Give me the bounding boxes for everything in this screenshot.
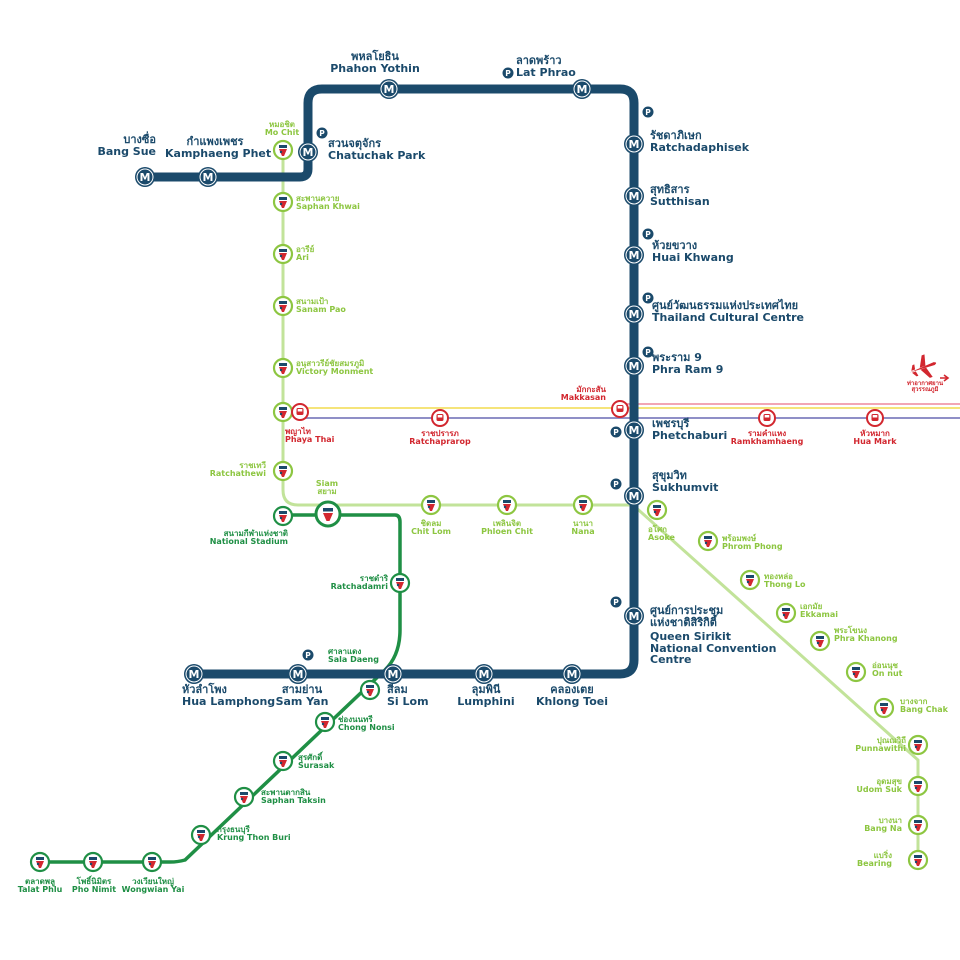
station-chatuchak-park <box>298 142 318 162</box>
station-ratchadaphisek <box>624 134 644 154</box>
bts-sukhumvit-line <box>281 150 920 860</box>
siam-interchange <box>314 500 342 528</box>
parking-icon <box>642 346 654 358</box>
station-qsncc <box>624 606 644 626</box>
station-lat-phrao <box>572 79 592 99</box>
mrt-stations <box>135 79 644 684</box>
parking-icon <box>302 649 314 661</box>
station-sam-yan <box>288 664 308 684</box>
station-sutthisan <box>624 186 644 206</box>
station-phra-ram-9 <box>624 356 644 376</box>
bts-silom-stations <box>29 505 411 873</box>
station-cultural-centre <box>624 304 644 324</box>
parking-icons <box>302 67 654 661</box>
station-hua-lamphong <box>184 664 204 684</box>
station-sukhumvit <box>624 486 644 506</box>
mrt-blue-line <box>145 84 639 679</box>
station-phahon-yothin <box>379 79 399 99</box>
parking-icon <box>610 596 622 608</box>
station-phetchaburi <box>624 420 644 440</box>
parking-icon <box>316 127 328 139</box>
station-huai-khwang <box>624 245 644 265</box>
parking-icon <box>610 478 622 490</box>
parking-icon <box>642 106 654 118</box>
parking-icon <box>642 228 654 240</box>
station-si-lom <box>383 664 403 684</box>
parking-icon <box>502 67 514 79</box>
bts-silom-line <box>40 513 402 864</box>
station-bang-sue <box>135 167 155 187</box>
station-kamphaeng-phet <box>198 167 218 187</box>
other-rail-lines <box>298 403 960 409</box>
airplane-icon <box>909 354 937 378</box>
airport-arrow-icon <box>940 374 950 382</box>
parking-icon <box>642 292 654 304</box>
station-khlong-toei <box>562 664 582 684</box>
parking-icon <box>610 426 622 438</box>
station-lumphini <box>474 664 494 684</box>
